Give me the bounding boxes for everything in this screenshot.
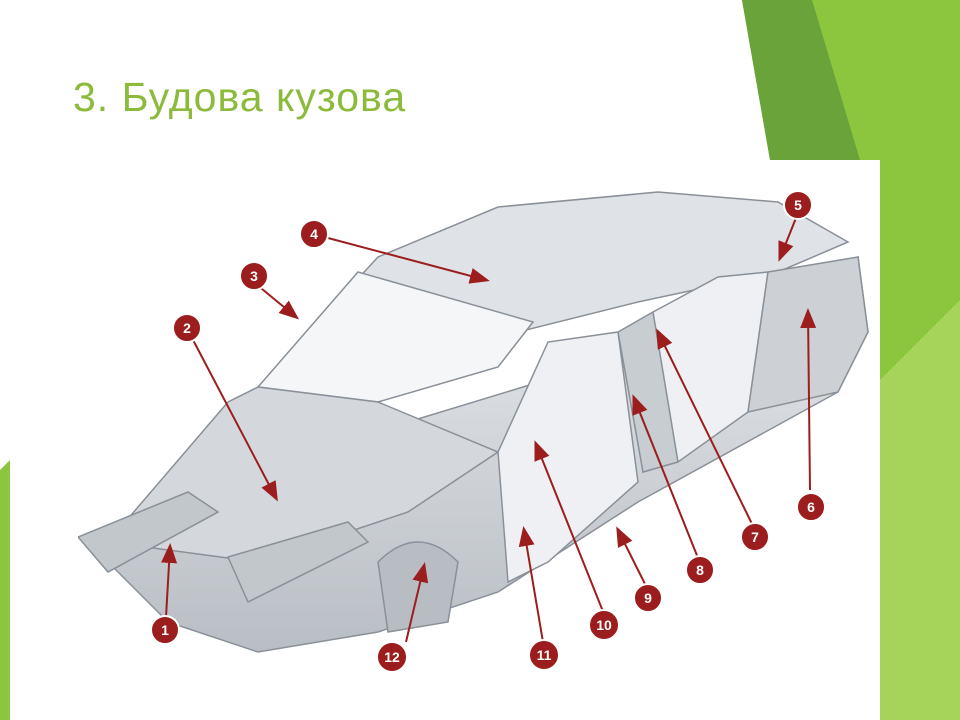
arrow-12 xyxy=(405,562,429,643)
callout-badge-8: 8 xyxy=(685,555,715,585)
callout-badge-12: 12 xyxy=(376,641,408,673)
callout-badge-6: 6 xyxy=(796,492,826,522)
svg-text:1: 1 xyxy=(161,622,169,638)
arrow-10 xyxy=(534,440,605,615)
arrow-7 xyxy=(656,328,755,529)
arrow-11 xyxy=(518,526,544,643)
svg-text:8: 8 xyxy=(696,562,704,578)
callout-badge-5: 5 xyxy=(783,190,813,220)
svg-text:11: 11 xyxy=(537,647,552,663)
arrow-3 xyxy=(255,283,300,320)
arrow-5 xyxy=(778,217,797,262)
slide-title: 3. Будова кузова xyxy=(73,74,407,120)
svg-text:3: 3 xyxy=(250,268,258,284)
callout-arrows xyxy=(161,217,817,643)
green-stripe-light xyxy=(880,300,960,720)
green-stripe-dark xyxy=(742,0,860,160)
callout-badge-1: 1 xyxy=(150,615,180,645)
svg-text:4: 4 xyxy=(310,226,318,242)
svg-text:9: 9 xyxy=(644,590,652,606)
callout-badge-4: 4 xyxy=(299,219,329,249)
svg-text:12: 12 xyxy=(384,649,400,665)
arrow-4 xyxy=(327,237,490,284)
car-body-diagram: 1 2 3 4 5 6 7 xyxy=(78,190,869,673)
arrow-6 xyxy=(800,308,817,491)
callout-badge-9: 9 xyxy=(633,583,663,613)
callout-badge-11: 11 xyxy=(528,639,560,671)
arrow-8 xyxy=(632,394,699,559)
svg-text:2: 2 xyxy=(183,320,191,336)
callout-badge-3: 3 xyxy=(239,261,269,291)
svg-text:6: 6 xyxy=(807,499,815,515)
car-body-shape xyxy=(78,191,869,653)
arrow-2 xyxy=(191,337,278,502)
arrow-1 xyxy=(161,543,178,618)
callout-badge-2: 2 xyxy=(172,313,202,343)
svg-text:5: 5 xyxy=(794,197,802,213)
callout-badge-10: 10 xyxy=(588,609,620,641)
green-stripe-left xyxy=(0,460,10,720)
car-body-figure: 1 2 3 4 5 6 7 xyxy=(78,162,879,715)
callout-badge-7: 7 xyxy=(740,522,770,552)
svg-text:10: 10 xyxy=(596,617,612,633)
svg-text:7: 7 xyxy=(751,529,759,545)
arrow-9 xyxy=(616,526,649,591)
